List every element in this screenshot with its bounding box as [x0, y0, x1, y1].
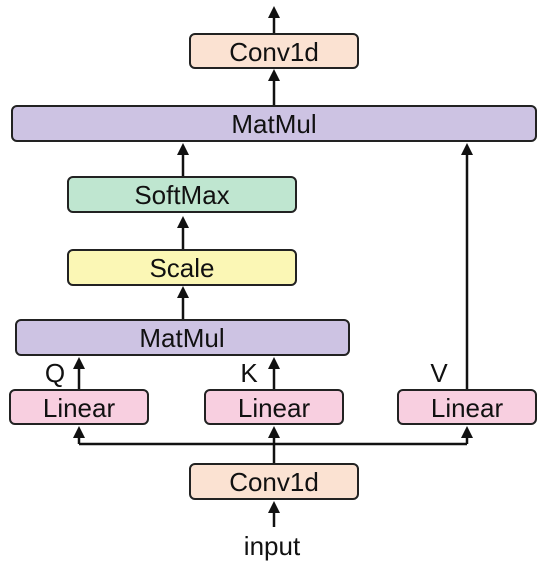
matmul-bottom-box: [15, 319, 350, 356]
linear-k-label: Linear: [238, 393, 311, 423]
scale-node: Scale: [67, 249, 297, 286]
linear-k-box: [204, 389, 344, 425]
arrowhead-icon: [461, 426, 473, 438]
conv1d-top-box: [189, 33, 359, 69]
arrowhead-icon: [177, 216, 189, 228]
matmul-top-box: [11, 105, 537, 142]
v-label: V: [430, 358, 448, 388]
softmax-label: SoftMax: [134, 180, 229, 210]
linear-v-node: Linear: [397, 389, 537, 425]
arrowhead-icon: [268, 69, 280, 81]
q-label: Q: [45, 358, 65, 388]
scale-label: Scale: [149, 253, 214, 283]
linear-k-node: Linear: [204, 389, 344, 425]
linear-v-label: Linear: [431, 393, 504, 423]
softmax-box: [67, 176, 297, 213]
linear-q-node: Linear: [9, 389, 149, 425]
arrowhead-icon: [268, 426, 280, 438]
arrowhead-icon: [73, 357, 85, 369]
softmax-node: SoftMax: [67, 176, 297, 213]
arrowhead-icon: [268, 501, 280, 513]
arrowhead-icon: [268, 357, 280, 369]
conv1d-top-node: Conv1d: [189, 33, 359, 69]
matmul-bottom-node: MatMul: [15, 319, 350, 356]
conv1d-bottom-box: [189, 463, 359, 500]
arrowhead-icon: [268, 6, 280, 18]
conv1d-top-label: Conv1d: [229, 37, 319, 67]
input-label: input: [244, 531, 301, 561]
matmul-top-label: MatMul: [231, 109, 316, 139]
linear-q-label: Linear: [43, 393, 116, 423]
conv1d-bottom-node: Conv1d: [189, 463, 359, 500]
matmul-bottom-label: MatMul: [139, 323, 224, 353]
k-label: K: [240, 358, 258, 388]
linear-v-box: [397, 389, 537, 425]
scale-box: [67, 249, 297, 286]
arrowhead-icon: [73, 426, 85, 438]
matmul-top-node: MatMul: [11, 105, 537, 142]
linear-q-box: [9, 389, 149, 425]
arrowheads: [73, 6, 473, 513]
arrowhead-icon: [461, 143, 473, 155]
arrowhead-icon: [177, 143, 189, 155]
conv1d-bottom-label: Conv1d: [229, 467, 319, 497]
arrowhead-icon: [177, 286, 189, 298]
